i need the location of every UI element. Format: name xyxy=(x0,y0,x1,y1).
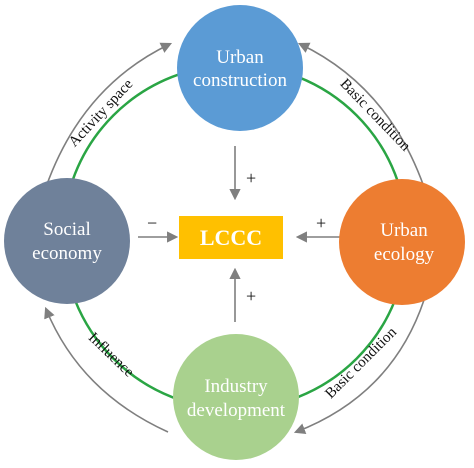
node-industry-development-line2: development xyxy=(187,400,286,421)
node-urban-ecology-line1: Urban xyxy=(380,220,428,241)
arrow-social-to-urban-construction xyxy=(45,42,173,188)
sign-left: − xyxy=(147,213,157,233)
node-urban-ecology-line2: ecology xyxy=(374,244,435,265)
center-box xyxy=(179,216,283,259)
node-urban-construction-line1: Urban xyxy=(216,47,264,68)
edge-label-bottom-right: Basic condition xyxy=(322,324,400,402)
node-urban-construction-line2: construction xyxy=(193,70,287,91)
edge-label-top-right: Basic condition xyxy=(337,76,414,155)
node-social-economy: Social economy xyxy=(4,178,130,304)
edge-label-top-left: Activity space xyxy=(66,76,137,150)
node-social-economy-line2: economy xyxy=(32,243,102,264)
node-social-economy-line1: Social xyxy=(43,219,91,240)
center-label: LCCC xyxy=(200,225,262,250)
node-urban-ecology: Urban ecology xyxy=(339,179,465,305)
sign-right: + xyxy=(316,213,326,233)
arrow-urban-ecology-to-industry xyxy=(293,299,425,434)
arrow-industry-to-social-economy xyxy=(44,306,169,433)
sign-top: + xyxy=(246,168,256,188)
sign-bottom: + xyxy=(246,286,256,306)
edge-label-bottom-left: Influence xyxy=(85,330,137,381)
arrow-urban-ecology-to-urban-construction xyxy=(297,42,425,188)
node-industry-development-line1: Industry xyxy=(204,376,268,397)
node-urban-construction: Urban construction xyxy=(177,5,303,131)
node-industry-development: Industry development xyxy=(173,334,299,460)
